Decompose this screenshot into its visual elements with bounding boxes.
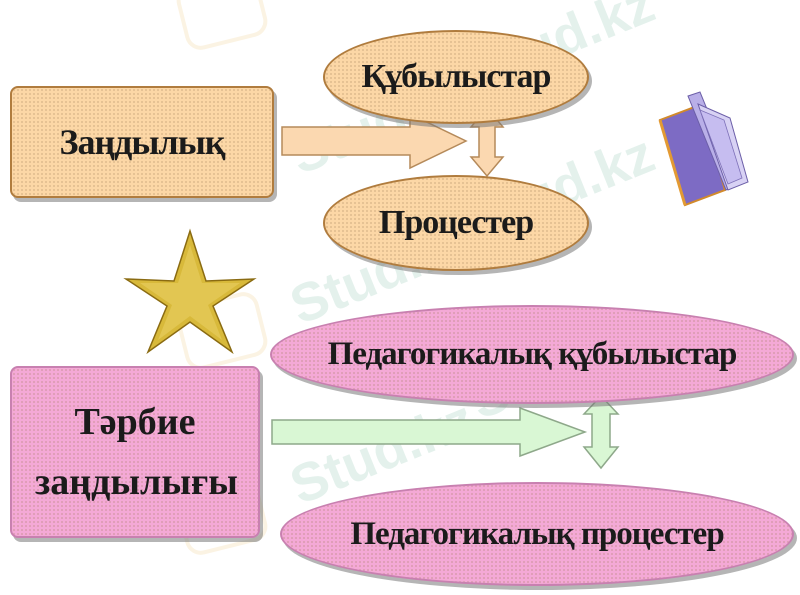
bottom-source-label: Тәрбие заңдылығы [35,401,238,503]
bottom-arrow [271,406,588,458]
star-icon [123,228,257,355]
bottom-upper-ellipse: Педагогикалық құбылыстар [270,305,794,404]
bottom-source-box: Тәрбие заңдылығы [10,366,260,538]
bottom-double-arrow [582,394,620,470]
top-arrow [281,112,468,170]
top-upper-label: Құбылыстар [361,58,552,95]
top-lower-label: Процестер [378,204,534,241]
bottom-lower-label: Педагогикалық процестер [350,515,724,552]
bottom-lower-ellipse: Педагогикалық процестер [280,482,794,586]
bottom-upper-label: Педагогикалық құбылыстар [327,336,738,372]
top-lower-ellipse: Процестер [323,175,589,271]
watermark-logo [176,0,268,50]
star-highlight [140,245,240,340]
book-icon [658,91,749,207]
top-upper-ellipse: Құбылыстар [323,30,589,124]
top-source-label: Заңдылық [59,122,225,162]
top-source-box: Заңдылық [10,86,274,198]
